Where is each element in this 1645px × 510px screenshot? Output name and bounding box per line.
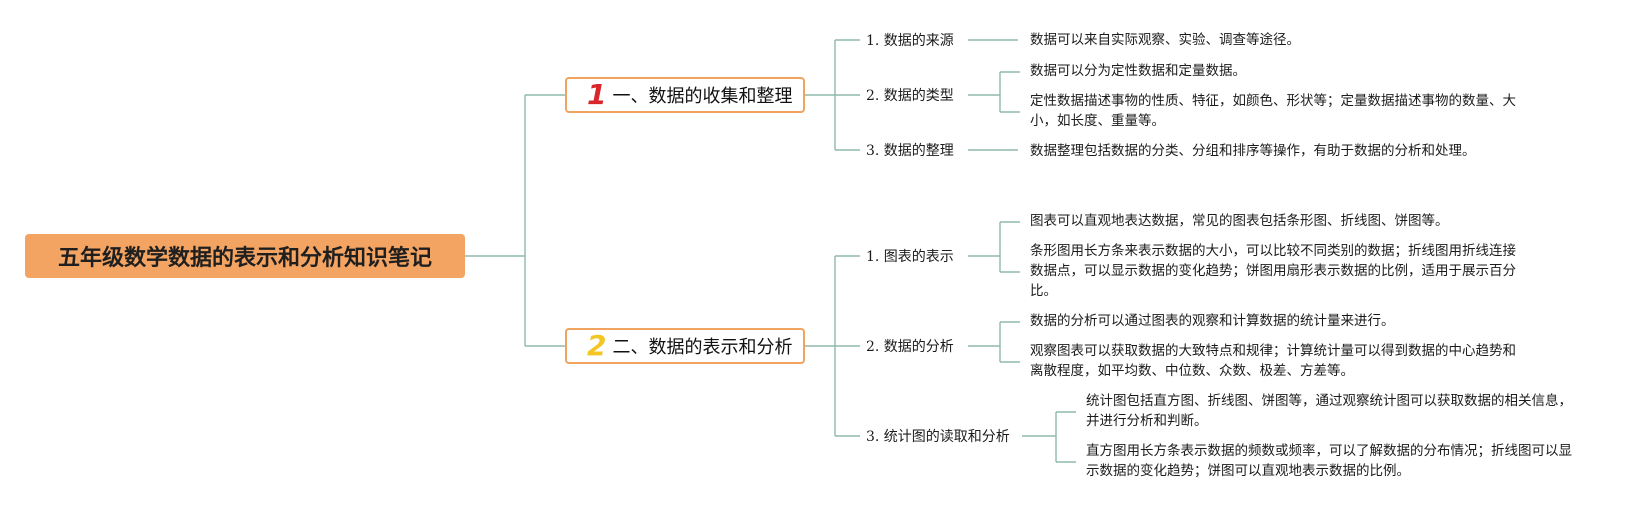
leaf-text[interactable]: 条形图用长方条来表示数据的大小，可以比较不同类别的数据；折线图用折线连接数据点，… xyxy=(1030,243,1516,299)
leaf-text[interactable]: 数据整理包括数据的分类、分组和排序等操作，有助于数据的分析和处理。 xyxy=(1030,143,1476,159)
number-one-badge-icon: 1 xyxy=(587,78,607,111)
leaf-text[interactable]: 直方图用长方条表示数据的频数或频率，可以了解数据的分布情况；折线图可以显示数据的… xyxy=(1086,443,1572,479)
branch-label: 一、数据的收集和整理 xyxy=(612,86,793,107)
branch-label: 二、数据的表示和分析 xyxy=(612,337,793,358)
number-two-badge-icon: 2 xyxy=(587,329,607,362)
subtopic-data-type[interactable]: 2. 数据的类型 xyxy=(866,88,954,104)
root-title: 五年级数学数据的表示和分析知识笔记 xyxy=(57,246,432,271)
root-topic[interactable]: 五年级数学数据的表示和分析知识笔记 xyxy=(25,234,465,278)
subtopic-chart-representation[interactable]: 1. 图表的表示 xyxy=(866,249,954,265)
leaf-text[interactable]: 观察图表可以获取数据的大致特点和规律；计算统计量可以得到数据的中心趋势和离散程度… xyxy=(1030,343,1516,379)
leaf-text[interactable]: 统计图包括直方图、折线图、饼图等，通过观察统计图可以获取数据的相关信息，并进行分… xyxy=(1086,393,1572,429)
leaf-text[interactable]: 数据可以来自实际观察、实验、调查等途径。 xyxy=(1030,32,1300,48)
leaf-text[interactable]: 数据的分析可以通过图表的观察和计算数据的统计量来进行。 xyxy=(1030,313,1395,329)
subtopic-data-analysis[interactable]: 2. 数据的分析 xyxy=(866,339,954,355)
leaf-text[interactable]: 数据可以分为定性数据和定量数据。 xyxy=(1030,63,1246,79)
subtopic-chart-reading[interactable]: 3. 统计图的读取和分析 xyxy=(866,429,1010,445)
leaf-text[interactable]: 图表可以直观地表达数据，常见的图表包括条形图、折线图、饼图等。 xyxy=(1030,213,1449,229)
branch-data-representation[interactable]: 2 二、数据的表示和分析 xyxy=(565,328,805,364)
subtopic-data-organization[interactable]: 3. 数据的整理 xyxy=(866,143,954,159)
leaf-text[interactable]: 定性数据描述事物的性质、特征，如颜色、形状等；定量数据描述事物的数量、大小，如长… xyxy=(1030,93,1516,129)
branch-data-collection[interactable]: 1 一、数据的收集和整理 xyxy=(565,77,805,113)
subtopic-data-source[interactable]: 1. 数据的来源 xyxy=(866,33,954,49)
